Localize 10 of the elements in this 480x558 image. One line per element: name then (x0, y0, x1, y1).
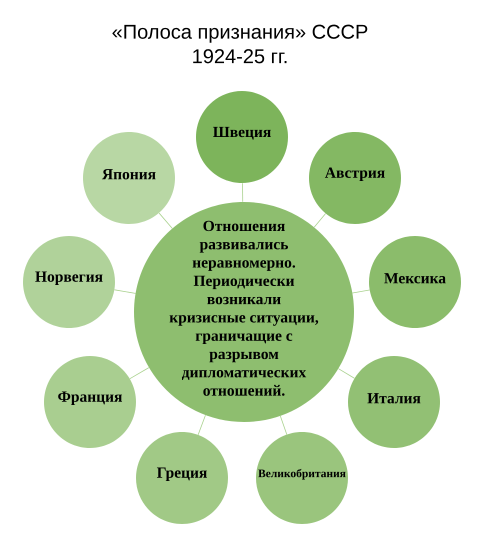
connector-line (114, 289, 136, 294)
connector-line (242, 182, 244, 202)
connector-line (338, 368, 355, 379)
connector-line (129, 367, 150, 380)
connector-line (158, 212, 173, 229)
connector-line (352, 290, 370, 294)
title: «Полоса признания» СССР 1924-25 гг. (112, 24, 368, 64)
connector-line (280, 416, 288, 435)
connector-line (314, 213, 326, 228)
connector-line (198, 414, 206, 436)
